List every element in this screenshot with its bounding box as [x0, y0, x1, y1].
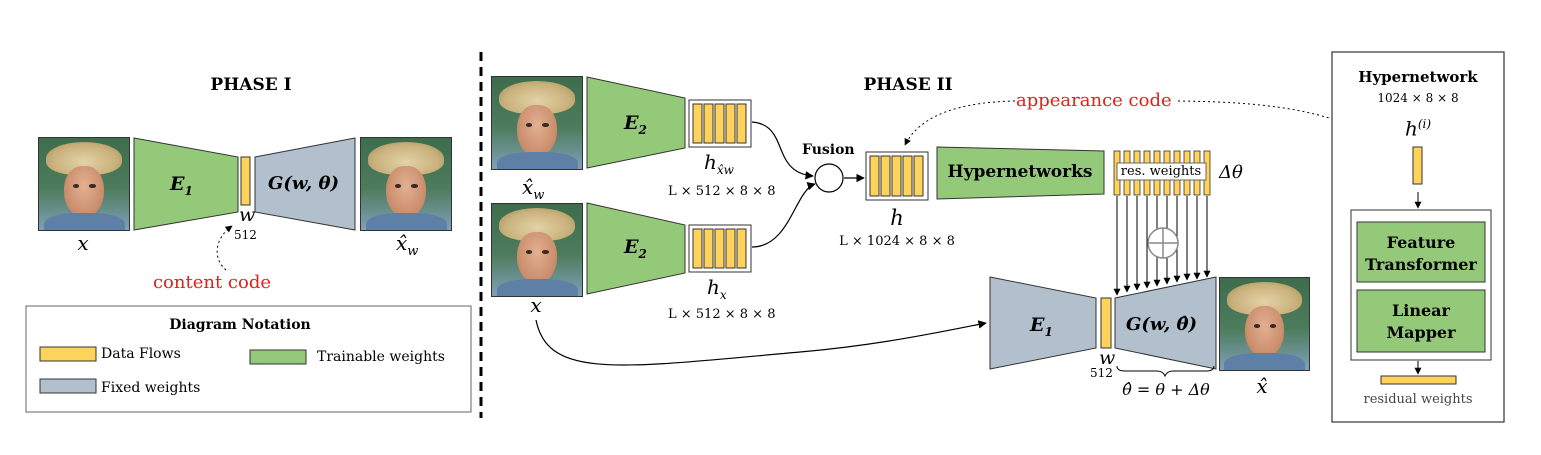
phase2-encoder-bottom-label: E2 [624, 236, 647, 261]
res-weights-label-bg [1116, 162, 1207, 181]
phase2-input-face-image [491, 203, 583, 297]
appearance-code-arrow-left [904, 100, 1016, 146]
res-weights-label: res. weights [1120, 164, 1202, 179]
notation-trainable: Trainable weights [317, 349, 445, 365]
phase2-encoder-e2-bottom [586, 202, 686, 295]
oplus-icon [1147, 227, 1179, 259]
h-tensor [865, 151, 929, 201]
phase1-x-label: x [77, 231, 89, 255]
hypernetworks-block [936, 146, 1105, 200]
h-label: h [890, 206, 904, 230]
phase1-generator-label: G(w, θ) [268, 173, 339, 194]
hypernetworks-label: Hypernetworks [947, 162, 1093, 182]
phase2-xhat-w-label: x̂w [522, 175, 545, 203]
residual-weights-bar [1380, 375, 1457, 385]
phase1-latent-w [240, 156, 251, 206]
notation-trainable-swatch [249, 349, 307, 365]
phase2-reconstructed-face-image [491, 76, 583, 170]
notation-box [25, 305, 472, 413]
phase1-w-label: w [239, 204, 256, 226]
phase2-w-label: w [1099, 347, 1116, 369]
h-x-tensor [688, 224, 752, 273]
h-xw-label: hx̂w [704, 150, 734, 177]
h-xw-tensor [688, 99, 752, 148]
phase1-title: PHASE I [210, 75, 292, 95]
h-dims: L × 1024 × 8 × 8 [839, 234, 955, 249]
hypernetwork-h-i [1412, 146, 1423, 185]
h-x-label: hx [707, 275, 727, 302]
phase1-xhat-w-label: x̂w [396, 231, 419, 259]
theta-brace [1116, 365, 1215, 378]
theta-equation: θ̂ = θ + Δθ [1122, 380, 1210, 399]
notation-data-swatch [39, 346, 97, 362]
fusion-node [814, 163, 844, 193]
phase1-input-face-image [38, 137, 130, 231]
notation-data-flows: Data Flows [101, 346, 181, 362]
phase2-latent-w [1100, 297, 1112, 349]
phase2-encoder-e1-label: E1 [1030, 314, 1053, 339]
arrow-hxw-to-fusion [751, 121, 814, 180]
phase2-xhat-label: x̂ [1256, 374, 1268, 398]
phase2-encoder-top-label: E2 [624, 112, 647, 137]
phase2-generator-label: G(w, θ̂) [1126, 314, 1197, 335]
feature-transformer-block [1356, 221, 1486, 283]
phase1-encoder-e1 [133, 137, 239, 231]
phase2-encoder-e2-top [586, 76, 686, 169]
residual-weights-label: residual weights [1363, 392, 1473, 407]
phase2-x-label: x [530, 293, 542, 317]
phase2-w-dim: 512 [1090, 366, 1113, 380]
phase2-output-face-image [1219, 277, 1310, 371]
linear-mapper-block [1356, 289, 1486, 353]
h-xw-dims: L × 512 × 8 × 8 [668, 184, 776, 199]
phase2-title: PHASE II [863, 75, 953, 95]
content-code-arrow [216, 225, 233, 271]
delta-theta-label: Δθ [1219, 162, 1243, 183]
notation-fixed-swatch [39, 378, 97, 394]
arrow-hx-to-fusion [751, 182, 816, 248]
phase1-output-face-image [360, 137, 452, 231]
notation-fixed: Fixed weights [101, 380, 201, 396]
content-code-label: content code [152, 272, 272, 293]
hypernetwork-h-i-label: h(i) [1404, 116, 1432, 141]
phase1-encoder-label: E1 [170, 173, 193, 198]
phase2-encoder-e1 [989, 276, 1097, 370]
phase1-w-dim: 512 [234, 228, 257, 242]
arrow-x-to-e1 [535, 319, 987, 366]
phase2-generator [1114, 276, 1217, 370]
h-x-dims: L × 512 × 8 × 8 [668, 307, 776, 322]
fusion-label: Fusion [802, 142, 855, 158]
hypernetwork-dims: 1024 × 8 × 8 [1377, 91, 1459, 105]
phase1-generator [254, 137, 356, 231]
hypernetwork-title: Hypernetwork [1358, 68, 1478, 86]
appearance-code-label: appearance code [1016, 90, 1172, 111]
notation-title: Diagram Notation [169, 317, 311, 333]
